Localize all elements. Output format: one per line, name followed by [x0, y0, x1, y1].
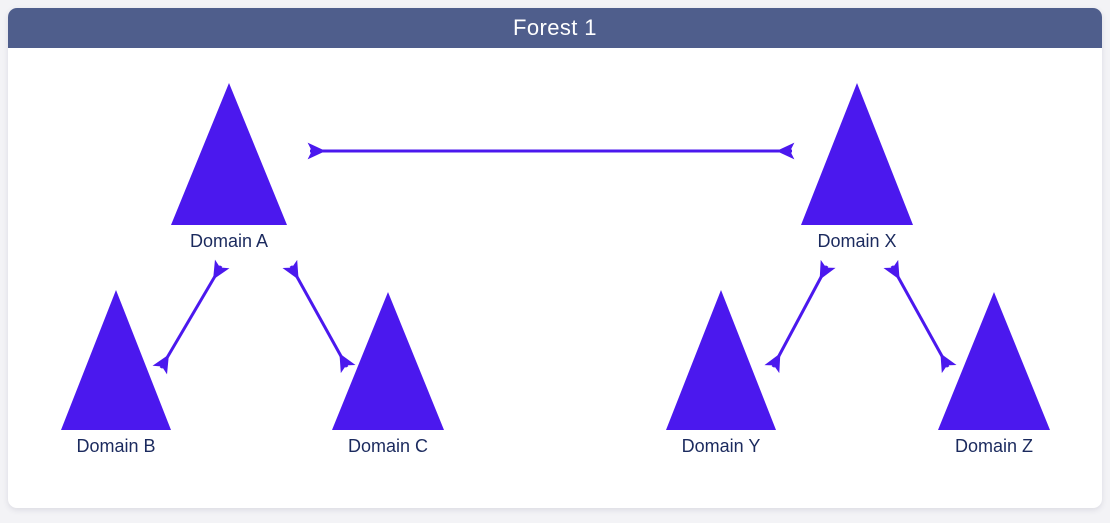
- domain-node-b[interactable]: Domain B: [61, 290, 171, 457]
- domain-label: Domain Y: [681, 436, 761, 456]
- domain-node-x[interactable]: Domain X: [801, 83, 913, 252]
- domain-node-a[interactable]: Domain A: [171, 83, 287, 252]
- domain-triangle-icon: [61, 290, 171, 430]
- domain-label: Domain C: [347, 436, 429, 456]
- domain-triangle-icon: [171, 83, 287, 225]
- domain-node-z[interactable]: Domain Z: [938, 292, 1050, 457]
- domain-label: Domain A: [189, 231, 269, 251]
- forest-card: Forest 1 Domain A: [8, 8, 1102, 508]
- domain-triangle-icon: [801, 83, 913, 225]
- domain-triangle-icon: [938, 292, 1050, 430]
- forest-header: Forest 1: [8, 8, 1102, 48]
- domain-label: Domain B: [76, 436, 156, 456]
- domain-node-c[interactable]: Domain C: [332, 292, 444, 457]
- domain-label: Domain X: [817, 231, 897, 251]
- forest-title: Forest 1: [513, 15, 597, 40]
- forest-diagram: Domain A Domain B Domain C Domain X Doma…: [8, 48, 1102, 508]
- domain-node-y[interactable]: Domain Y: [666, 290, 776, 457]
- domain-label: Domain Z: [954, 436, 1034, 456]
- trust-arrow-x-y: [764, 259, 836, 374]
- domain-triangle-icon: [332, 292, 444, 430]
- domain-triangle-icon: [666, 290, 776, 430]
